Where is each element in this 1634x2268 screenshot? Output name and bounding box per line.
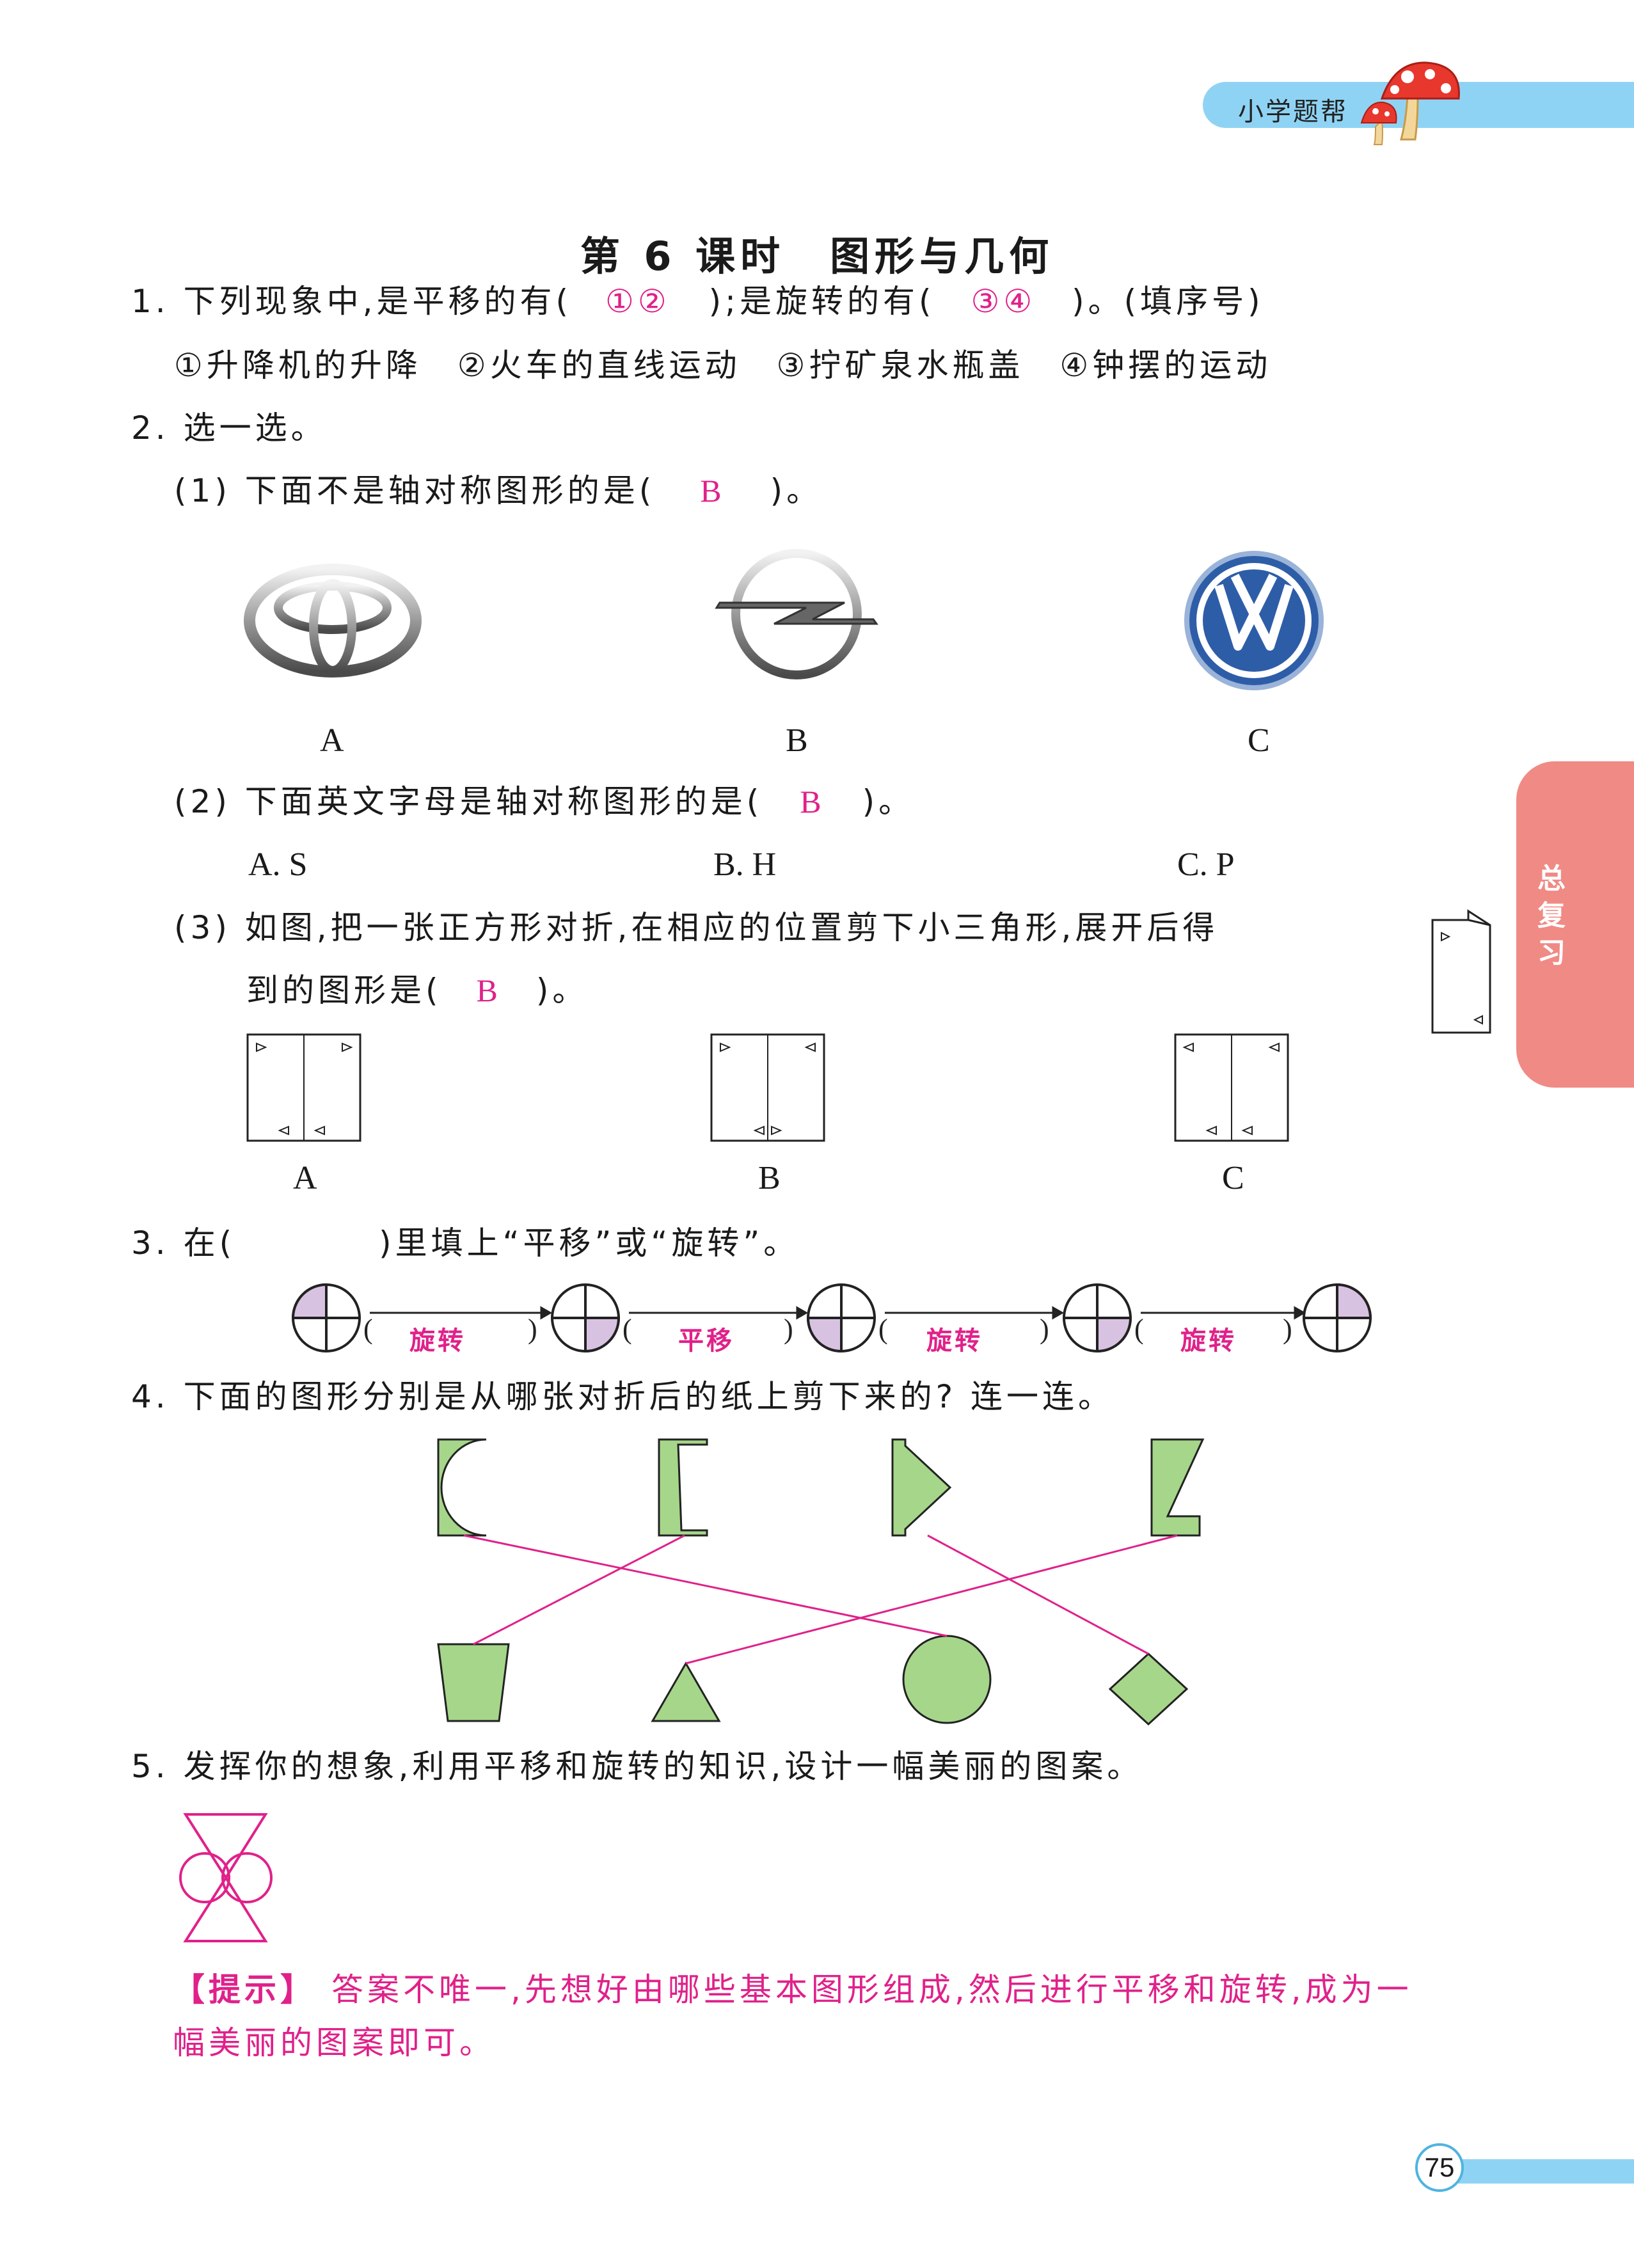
q2-3-line2: 到的图形是( B )。 (246, 974, 588, 1006)
footer-bar (1446, 2159, 1634, 2184)
q2-3-answer: B (476, 972, 502, 1008)
q3-answer-4: 旋转 (1180, 1326, 1237, 1356)
q2-3-label-b: B (758, 1160, 781, 1196)
q3-answer-1: 旋转 (409, 1326, 466, 1356)
side-tab-label: 总复习 (1532, 860, 1571, 972)
q5-hint-line2: 幅美丽的图案即可。 (173, 2024, 495, 2061)
q2-3-text-a: 到的图形是( (246, 972, 442, 1009)
svg-text:): ) (1040, 1313, 1049, 1345)
logo-b-ring-bolt (715, 549, 878, 679)
q3-answer-2: 平移 (678, 1326, 734, 1356)
logo-a-ellipses (244, 564, 422, 678)
q2-3-label-c: C (1222, 1160, 1244, 1196)
q5-hint-line1: 【提示】答案不唯一,先想好由哪些基本图形组成,然后进行平移和旋转,成为一 (173, 1974, 1413, 2006)
question-2-heading: 2. 选一选。 (131, 409, 327, 447)
page-number: 75 (1415, 2143, 1464, 2192)
q2-1-label-c: C (1248, 722, 1270, 759)
q2-2-answer: B (800, 784, 825, 820)
q1-answer-b: ③④ (971, 283, 1036, 319)
q2-2-option-b: B. H (713, 846, 777, 883)
hint-text-1: 答案不唯一,先想好由哪些基本图形组成,然后进行平移和旋转,成为一 (331, 1971, 1413, 2008)
q5-design-pattern (179, 1813, 273, 1942)
q2-2-option-a: A. S (248, 846, 308, 883)
q3-answer-3: 旋转 (926, 1326, 983, 1356)
q2-1-answer: B (700, 473, 726, 509)
q1-text-c: )。(填序号) (1072, 283, 1264, 320)
side-tab-text: 总复习 (1537, 862, 1566, 969)
q2-1-text-a: (1) 下面不是轴对称图形的是( (174, 472, 656, 509)
svg-text:(: ( (363, 1313, 373, 1345)
q2-3-option-b-figure (710, 1033, 825, 1142)
header-brand: 小学题帮 (1238, 97, 1348, 127)
svg-text:): ) (528, 1313, 537, 1345)
question-4: 4. 下面的图形分别是从哪张对折后的纸上剪下来的? 连一连。 (131, 1378, 1114, 1415)
page-title: 第 6 课时 图形与几何 (580, 233, 1054, 280)
svg-text:): ) (1283, 1313, 1292, 1345)
folded-paper-diagram (1431, 909, 1491, 1034)
q1-text-a: 1. 下列现象中,是平移的有( (131, 283, 572, 320)
q2-3-option-a-figure (246, 1033, 361, 1142)
question-3: 3. 在( )里填上“平移”或“旋转”。 (131, 1225, 800, 1262)
hint-label: 【提示】 (173, 1971, 316, 2008)
svg-text:(: ( (878, 1313, 888, 1345)
q1-options: ①升降机的升降 ②火车的直线运动 ③拧矿泉水瓶盖 ④钟摆的运动 (174, 347, 1272, 384)
q4-matching-figure (437, 1438, 1205, 1726)
q2-3-text-b: )。 (535, 972, 589, 1009)
q2-3-label-a: A (293, 1160, 317, 1196)
q2-1-label-b: B (786, 722, 808, 759)
q2-2-text-b: )。 (862, 783, 915, 820)
question-5: 5. 发挥你的想象,利用平移和旋转的知识,设计一幅美丽的图案。 (131, 1748, 1143, 1785)
question-1: 1. 下列现象中,是平移的有( ①② );是旋转的有( ③④ )。(填序号) (131, 285, 1264, 317)
q1-text-b: );是旋转的有( (708, 283, 935, 320)
svg-text:(: ( (623, 1313, 632, 1345)
q2-2-text-a: (2) 下面英文字母是轴对称图形的是( (174, 783, 763, 820)
svg-text:(: ( (1134, 1313, 1144, 1345)
q2-1-label-a: A (320, 722, 344, 759)
mushroom-icon (1360, 61, 1460, 145)
q2-1-text-b: )。 (770, 472, 823, 509)
q3-transform-sequence: () () () () (291, 1283, 1372, 1353)
q2-3-line1: (3) 如图,把一张正方形对折,在相应的位置剪下小三角形,展开后得 (174, 909, 1219, 946)
svg-text:): ) (784, 1313, 793, 1345)
q1-answer-a: ①② (605, 283, 670, 319)
side-tab (1516, 761, 1634, 1088)
question-2-2: (2) 下面英文字母是轴对称图形的是( B )。 (174, 786, 914, 818)
q2-3-option-c-figure (1174, 1033, 1289, 1142)
question-2-1: (1) 下面不是轴对称图形的是( B )。 (174, 475, 822, 507)
logo-c-vw (1184, 551, 1324, 690)
q2-2-option-c: C. P (1177, 846, 1235, 883)
